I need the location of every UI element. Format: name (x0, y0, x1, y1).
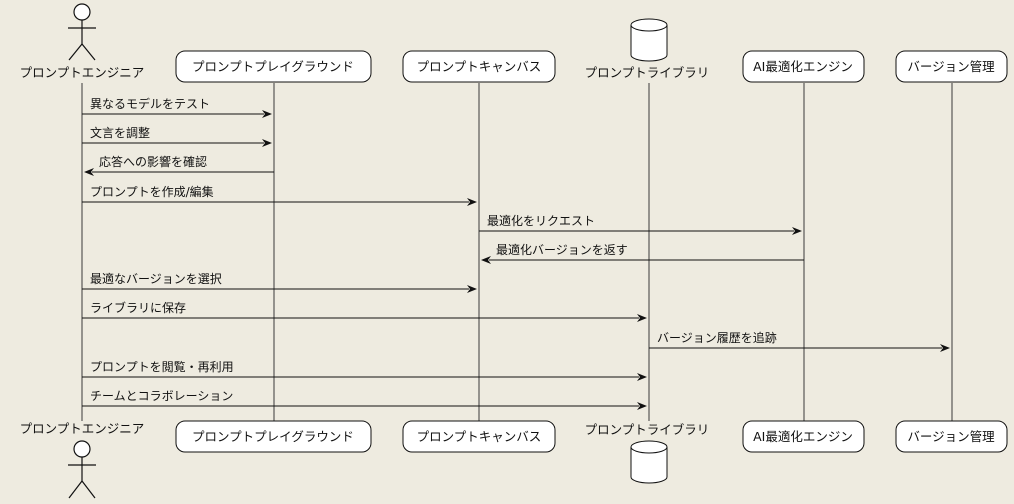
arrowhead-icon (481, 256, 491, 264)
participant-engineer-bottom: プロンプトエンジニア (20, 421, 145, 499)
participant-label: プロンプトライブラリ (585, 65, 710, 80)
database-icon (630, 440, 668, 484)
message-label: 最適化をリクエスト (487, 213, 595, 228)
participant-label: AI最適化エンジン (753, 59, 853, 74)
participant-label: バージョン管理 (907, 59, 995, 74)
message: ライブラリに保存 (82, 300, 647, 322)
participant-optimizer-bottom: AI最適化エンジン (742, 420, 865, 453)
message: 最適化をリクエスト (479, 213, 802, 235)
actor-icon (68, 3, 96, 61)
messages: 異なるモデルをテスト文言を調整応答への影響を確認プロンプトを作成/編集最適化をリ… (82, 96, 950, 410)
message: プロンプトを閲覧・再利用 (82, 360, 647, 381)
participant-label: プロンプトキャンバス (417, 429, 542, 444)
arrowhead-icon (637, 373, 647, 381)
message: 異なるモデルをテスト (82, 96, 272, 118)
message: 最適なバージョンを選択 (82, 271, 477, 293)
message-label: プロンプトを作成/編集 (90, 184, 214, 199)
participant-canvas-top: プロンプトキャンバス (402, 50, 556, 83)
message: 文言を調整 (82, 125, 272, 147)
arrowhead-icon (467, 285, 477, 293)
message: 応答への影響を確認 (84, 154, 274, 176)
message-label: ライブラリに保存 (90, 300, 186, 315)
arrowhead-icon (262, 110, 272, 118)
participant-playground-bottom: プロンプトプレイグラウンド (175, 420, 372, 453)
message-label: 最適化バージョンを返す (496, 242, 628, 257)
database-icon (630, 18, 668, 62)
message-label: 異なるモデルをテスト (90, 96, 210, 111)
participant-canvas-bottom: プロンプトキャンバス (402, 420, 556, 453)
participant-label: プロンプトエンジニア (20, 65, 145, 80)
participant-versioning-top: バージョン管理 (895, 50, 1008, 83)
participant-label: プロンプトキャンバス (417, 59, 542, 74)
arrowhead-icon (637, 314, 647, 322)
message: プロンプトを作成/編集 (82, 184, 477, 206)
arrowhead-icon (940, 344, 950, 352)
message-label: 応答への影響を確認 (99, 154, 207, 169)
participant-label: プロンプトプレイグラウンド (192, 59, 354, 74)
participant-library-bottom: プロンプトライブラリ (585, 422, 710, 484)
message-label: チームとコラボレーション (90, 389, 233, 403)
arrowhead-icon (467, 198, 477, 206)
message: チームとコラボレーション (82, 389, 647, 410)
message: 最適化バージョンを返す (481, 242, 804, 264)
arrowhead-icon (637, 402, 647, 410)
participant-versioning-bottom: バージョン管理 (895, 420, 1008, 453)
participant-optimizer-top: AI最適化エンジン (742, 50, 865, 83)
participant-label: プロンプトプレイグラウンド (192, 429, 354, 444)
participant-label: AI最適化エンジン (753, 429, 853, 444)
message-label: プロンプトを閲覧・再利用 (90, 360, 234, 374)
message-label: バージョン履歴を追跡 (657, 330, 777, 345)
participant-label: プロンプトライブラリ (585, 422, 710, 437)
participant-playground-top: プロンプトプレイグラウンド (175, 50, 372, 83)
participant-label: バージョン管理 (907, 429, 995, 444)
actor-icon (68, 440, 96, 499)
participant-label: プロンプトエンジニア (20, 421, 145, 436)
lifelines (81, 83, 953, 421)
arrowhead-icon (84, 168, 94, 176)
message-label: 文言を調整 (90, 125, 150, 140)
arrowhead-icon (792, 227, 802, 235)
participant-library-top: プロンプトライブラリ (585, 18, 710, 80)
arrowhead-icon (262, 139, 272, 147)
message-label: 最適なバージョンを選択 (90, 271, 222, 286)
message: バージョン履歴を追跡 (649, 330, 950, 352)
participant-engineer-top: プロンプトエンジニア (20, 3, 145, 80)
